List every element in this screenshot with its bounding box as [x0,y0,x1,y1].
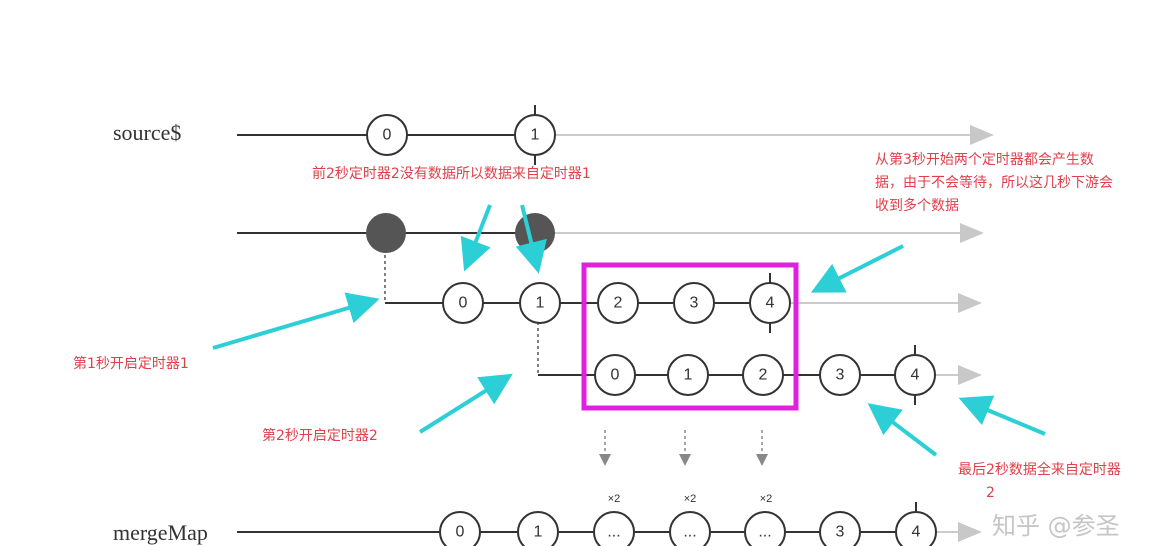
merged-marble: 1 [517,511,559,546]
marble-value: 0 [611,367,620,384]
annotation-arrow [212,292,380,350]
source-marble: 0 [366,114,408,156]
marble-circle [749,282,791,324]
merged-marble: 4 [895,502,937,546]
marble-value: 2 [759,367,768,384]
note-line: 据，由于不会等待，所以这几秒下游会 [875,175,1113,191]
merged-marble: 3 [819,511,861,546]
note-last-seconds: 最后2秒数据全来自定时器 2 [958,459,1121,505]
merged-marble: 0 [439,511,481,546]
timer2-marble: 3 [819,354,861,396]
marble-circle [667,354,709,396]
watermark: 知乎 @参圣 [992,512,1120,540]
marble-circle [514,114,556,156]
timer2-marble: 1 [667,354,709,396]
marble-value: 4 [911,367,920,384]
marble-circle [442,282,484,324]
merged-marble: ... [593,511,635,546]
annotation-arrow [460,204,492,272]
annotation-arrow [867,403,938,457]
annotation-arrow [515,204,547,274]
marble-value: ... [607,524,620,541]
timer2-marble: 0 [594,354,636,396]
marble-circle [439,511,481,546]
marble-circle [819,511,861,546]
multiplier-label: ×2 [760,493,773,505]
source-label: source$ [113,120,181,145]
marble-circle [366,114,408,156]
timer1-marble: 1 [519,282,561,324]
note-concurrent: 从第3秒开始两个定时器都会产生数 据，由于不会等待，所以这几秒下游会 收到多个数… [875,149,1113,218]
marble-circle [594,354,636,396]
annotation-arrow [810,244,904,293]
marble-value: 0 [383,127,392,144]
note-line: 收到多个数据 [875,198,959,214]
inner-observable-marble-1 [366,213,406,253]
marble-value: 3 [690,295,699,312]
marble-circle [597,282,639,324]
marble-value: 2 [614,295,623,312]
note-timer2-start: 第2秒开启定时器2 [262,428,378,444]
note-early-data: 前2秒定时器2没有数据所以数据来自定时器1 [312,166,591,182]
marble-value: 3 [836,367,845,384]
marble-value: 1 [536,295,545,312]
marble-circle [519,282,561,324]
timer1-marble: 4 [749,273,791,333]
marble-circle [819,354,861,396]
marble-circle [517,511,559,546]
note-line: 最后2秒数据全来自定时器 [958,462,1121,478]
marble-circle [895,511,937,546]
marble-circle [669,511,711,546]
multiplier-label: ×2 [684,493,697,505]
annotation-arrows [212,204,1046,457]
marble-circle [673,282,715,324]
marble-value: 0 [459,295,468,312]
marble-value: 1 [534,524,543,541]
timer2-marble: 2 [742,354,784,396]
annotation-arrow [958,395,1046,436]
timer1-marble: 2 [597,282,639,324]
marble-value: ... [683,524,696,541]
merged-marble: ... [669,511,711,546]
concurrent-highlight-box [581,262,799,411]
marble-value: ... [758,524,771,541]
marble-value: 1 [531,127,540,144]
timer2-marble: 4 [894,345,936,405]
marble-value: 4 [766,295,775,312]
source-marble: 1 [514,105,556,165]
marble-value: 4 [912,524,921,541]
timer1-marble: 3 [673,282,715,324]
merged-marble: ... [744,511,786,546]
marble-value: 3 [836,524,845,541]
marble-value: 0 [456,524,465,541]
note-timer1-start: 第1秒开启定时器1 [73,356,189,372]
note-line: 2 [986,485,995,501]
marble-circle [742,354,784,396]
annotation-arrow [418,373,513,434]
mergemap-label: mergeMap [113,520,208,545]
multiplier-label: ×2 [608,493,621,505]
timer1-marble: 0 [442,282,484,324]
inner-observable-marble-2 [515,213,555,253]
marble-circle [894,354,936,396]
marble-circle [593,511,635,546]
note-line: 从第3秒开始两个定时器都会产生数 [875,152,1094,168]
marble-value: 1 [684,367,693,384]
marble-circle [744,511,786,546]
